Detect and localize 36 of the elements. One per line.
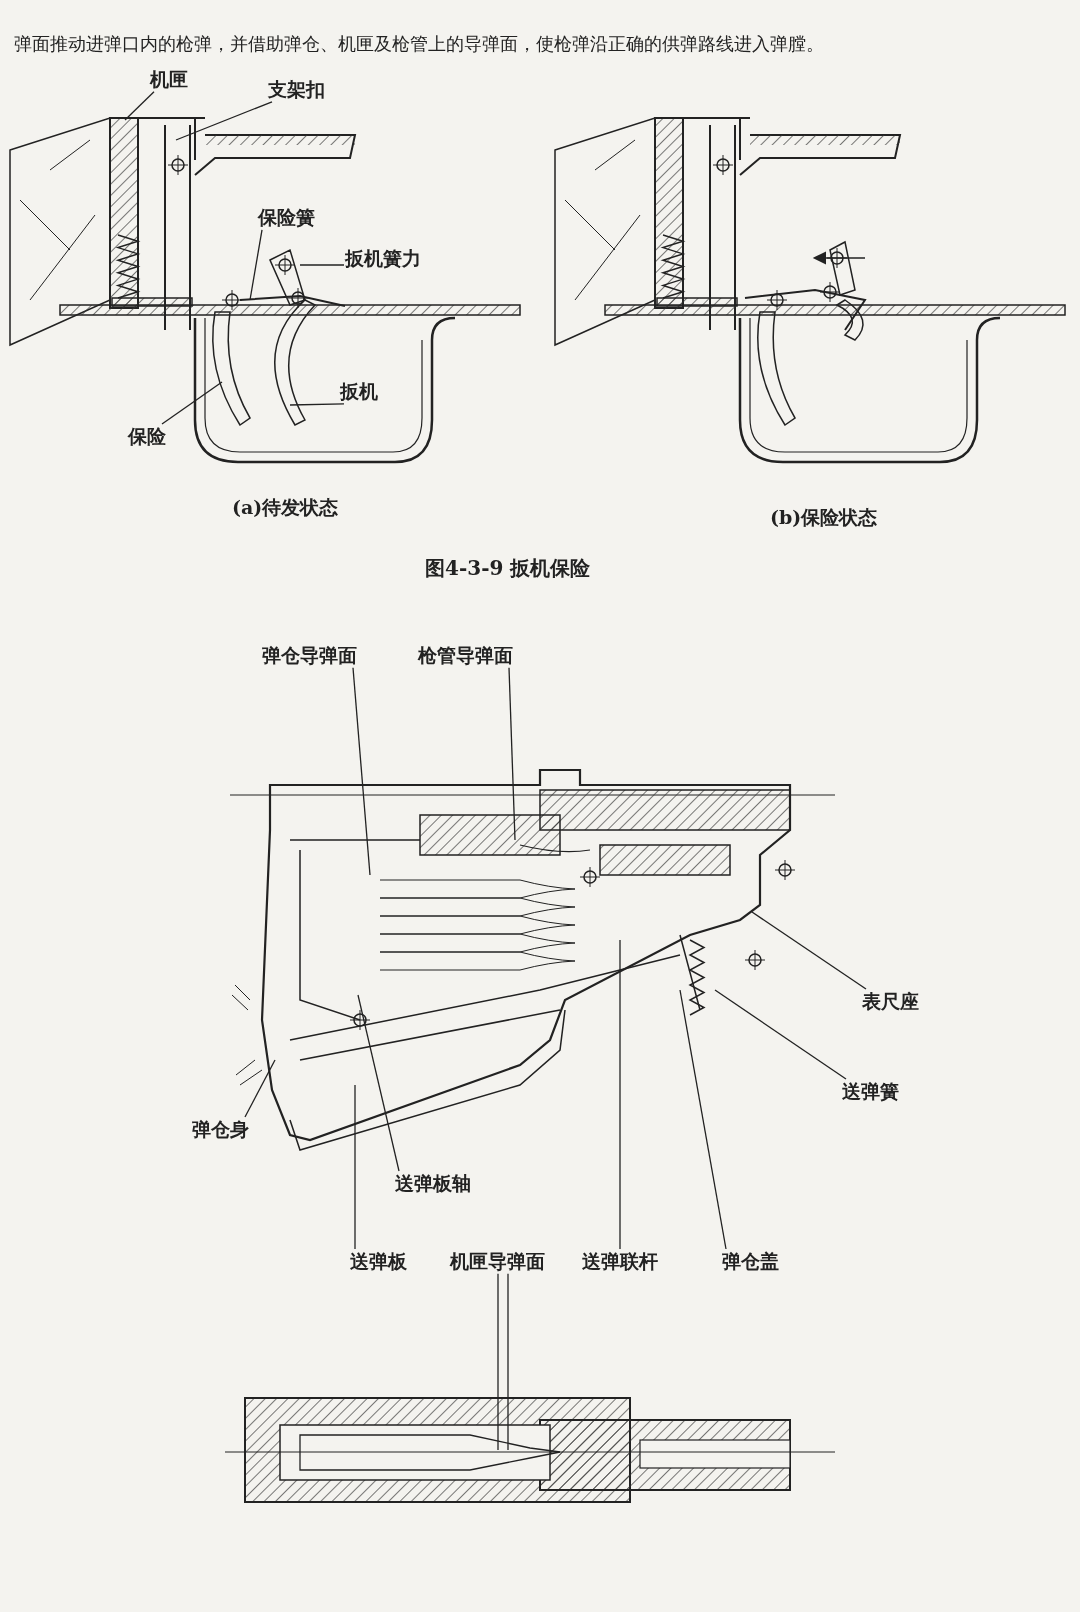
part-label: 支架扣 (268, 78, 325, 101)
leader-line (354, 1084, 356, 1250)
part-label: 机匣导弹面 (450, 1250, 545, 1273)
leader-line (244, 1059, 276, 1118)
leader-line (507, 1273, 509, 1451)
trigger-mechanism-drawing (9, 116, 521, 464)
leader-line (124, 91, 155, 121)
subfigure-label: (a)待发状态 (232, 496, 339, 519)
barrel-section-drawing (224, 1397, 836, 1503)
leader-line (299, 264, 345, 266)
leader-line (357, 994, 400, 1172)
part-label: 枪管导弹面 (418, 644, 513, 667)
paragraph-text: 弹面推动进弹口内的枪弹，并借助弹仓、机匣及枪管上的导弹面，使枪弹沿正确的供弹路线进入弹膛。 (14, 32, 825, 56)
part-label: 送弹簧 (842, 1080, 899, 1103)
leader-line (619, 939, 621, 1250)
part-label: 送弹板 (350, 1250, 407, 1273)
part-label: 送弹联杆 (582, 1250, 658, 1273)
part-label: 弹仓导弹面 (262, 644, 357, 667)
leader-line (175, 101, 273, 141)
leader-line (508, 667, 516, 841)
part-label: 送弹板轴 (395, 1172, 471, 1195)
subfigure-label: (b)保险状态 (770, 506, 878, 529)
part-label: 弹仓身 (192, 1118, 249, 1141)
leader-line (714, 989, 847, 1080)
leader-line (249, 229, 263, 301)
magazine-drawing (229, 768, 836, 1151)
leader-line (679, 989, 727, 1250)
leader-line (161, 381, 223, 425)
part-label: 弹仓盖 (722, 1250, 779, 1273)
part-label: 表尺座 (862, 990, 919, 1013)
leader-line (751, 911, 867, 990)
figure-caption: 图4-3-9 扳机保险 (425, 556, 591, 580)
leader-line (289, 403, 345, 406)
part-label: 机匣 (150, 68, 188, 91)
leader-line (352, 667, 371, 876)
leader-line (497, 1273, 499, 1451)
